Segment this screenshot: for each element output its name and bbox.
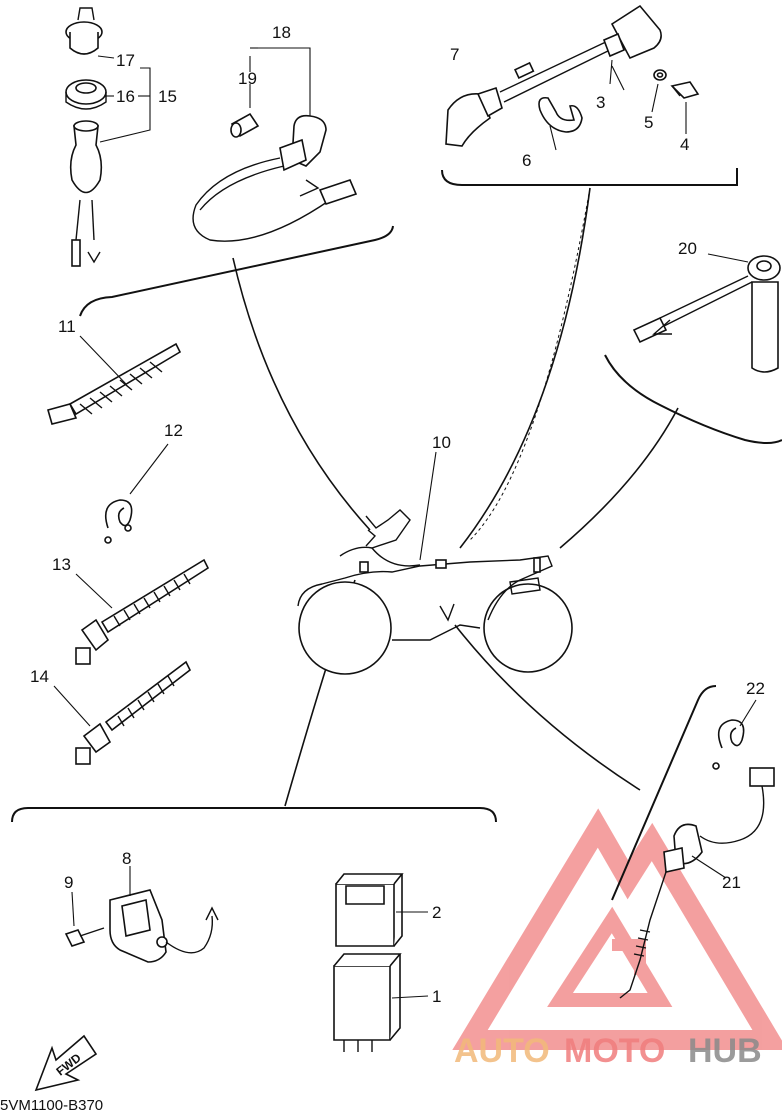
callout-19: 19	[238, 69, 257, 88]
bolt-4	[670, 81, 700, 99]
callout-2: 2	[432, 903, 441, 922]
sensor-15	[69, 120, 103, 267]
forward-arrow: FWD	[34, 1034, 98, 1092]
connector-lines	[232, 187, 679, 807]
sensor-location	[533, 557, 541, 573]
callout-12: 12	[164, 421, 183, 440]
sensor-20-group	[632, 253, 781, 373]
relay-1	[333, 953, 402, 1052]
callout-10: 10	[432, 433, 451, 452]
sensor-unit	[602, 4, 662, 60]
callout-4: 4	[680, 135, 689, 154]
plug-cap-group	[192, 47, 358, 242]
watermark-moto: MOTO	[564, 1032, 665, 1070]
callout-6: 6	[522, 151, 531, 170]
frame-bottom-left	[11, 807, 497, 823]
band-11	[47, 342, 182, 425]
relay-location	[359, 561, 369, 573]
cap-7	[445, 39, 615, 147]
rear-wheel	[483, 583, 573, 673]
clamp-12	[104, 499, 133, 544]
callout-15: 15	[158, 87, 177, 106]
callout-16: 16	[116, 87, 135, 106]
callout-20: 20	[678, 239, 697, 258]
clamp-22	[712, 719, 745, 770]
ignition-group	[65, 7, 151, 267]
watermark-hub: HUB	[688, 1032, 762, 1070]
band-14	[75, 660, 192, 765]
automotohub-watermark: AUTO MOTO HUB	[454, 1032, 762, 1070]
front-wheel	[298, 581, 392, 675]
suppressor-19	[230, 112, 260, 138]
atv-silhouette	[297, 509, 573, 675]
callout-21: 21	[722, 873, 741, 892]
sensor-21	[619, 767, 775, 999]
relay-2	[335, 873, 404, 947]
bolt-9	[64, 927, 105, 947]
frame-bottom-right	[611, 685, 717, 901]
bracket-8	[109, 889, 219, 963]
callout-8: 8	[122, 849, 131, 868]
callout-5: 5	[644, 113, 653, 132]
grommet-16	[65, 79, 107, 110]
clip-6	[538, 96, 583, 133]
top-right-group	[445, 4, 700, 151]
washer-5	[653, 69, 667, 81]
callout-7: 7	[450, 45, 459, 64]
callout-1: 1	[432, 987, 441, 1006]
plug-cap-18	[192, 114, 358, 242]
diagram-code: 5VM1100-B370	[0, 1097, 103, 1113]
frame-right	[604, 354, 782, 444]
group-frames	[11, 168, 782, 901]
callout-17: 17	[116, 51, 135, 70]
callout-22: 22	[746, 679, 765, 698]
callout-14: 14	[30, 667, 49, 686]
frame-top-right	[441, 168, 738, 186]
callout-18: 18	[272, 23, 291, 42]
cap-17	[65, 7, 103, 55]
band-13	[75, 558, 210, 665]
callout-labels: 1 2 3 4 5 6 7 8 9 10 11 12 13 14 15 16 1…	[30, 23, 765, 1006]
callout-9: 9	[64, 873, 73, 892]
automotohub-logo	[452, 808, 782, 1050]
callout-3: 3	[596, 93, 605, 112]
harness-connector	[435, 559, 447, 569]
watermark-auto: AUTO	[454, 1032, 550, 1070]
callout-11: 11	[58, 317, 76, 336]
frame-top-left	[79, 225, 394, 317]
callout-13: 13	[52, 555, 71, 574]
